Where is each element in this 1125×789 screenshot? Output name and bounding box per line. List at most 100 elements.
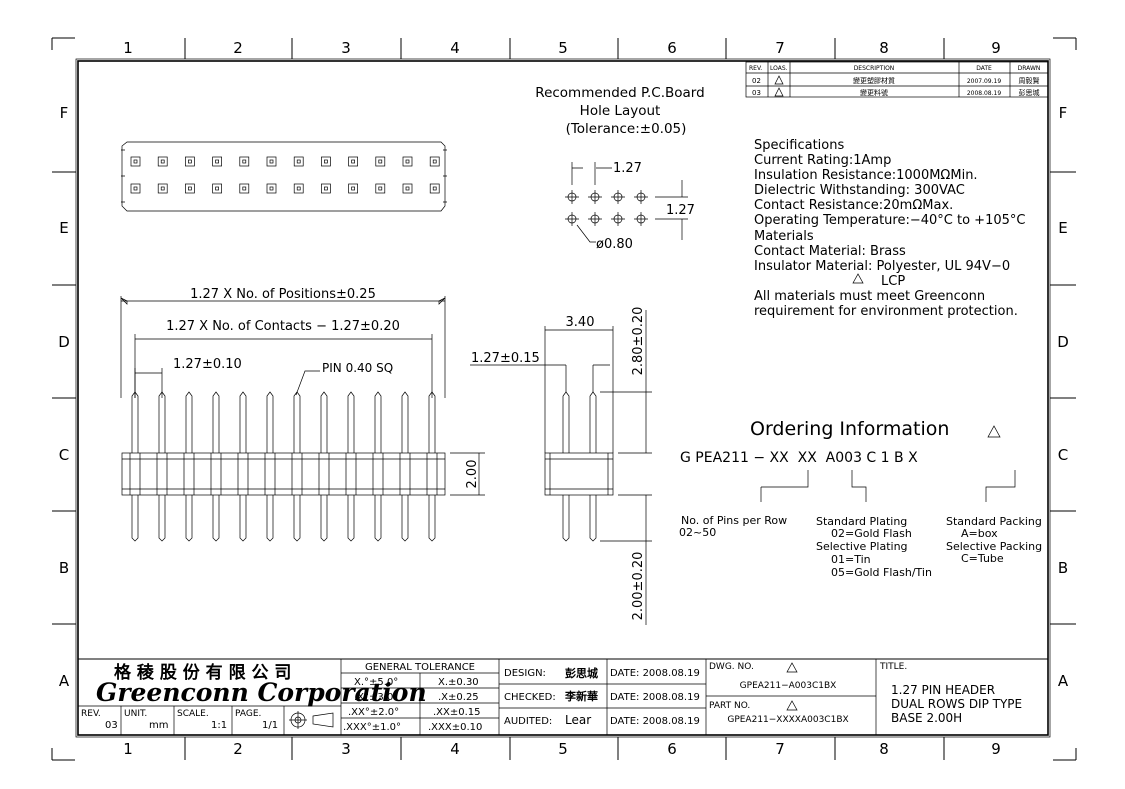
pin-core <box>432 186 437 191</box>
hole-pitch-x: 1.27 <box>613 161 642 176</box>
row-label: C <box>1058 446 1068 464</box>
audited-label: AUDITED: <box>504 716 552 727</box>
pin-core <box>405 186 410 191</box>
column-labels-bottom: 1 2 3 4 5 6 7 8 9 <box>123 740 1001 758</box>
hole-layout-tolerance: (Tolerance:±0.05) <box>566 121 687 137</box>
pin-square <box>375 156 386 167</box>
col-label: 3 <box>341 39 351 57</box>
pin-square <box>375 183 386 194</box>
col-label: 1 <box>123 740 133 758</box>
col-label: 9 <box>991 39 1001 57</box>
drawn-header: DRAWN <box>1018 65 1041 72</box>
pin-core <box>215 159 219 164</box>
col-label: 9 <box>991 740 1001 758</box>
design-date: DATE: 2008.08.19 <box>610 668 700 679</box>
row-label: C <box>59 446 69 464</box>
spec-triangle-icon <box>852 273 864 284</box>
col-label: 5 <box>558 39 568 57</box>
inner-border <box>77 60 1049 736</box>
dwg-label: DWG. NO. <box>709 662 754 672</box>
pin-square <box>130 183 141 194</box>
company-name-cn: 格 稜 股 份 有 限 公 司 <box>114 662 291 683</box>
rev-drawn: 彭思城 <box>1019 88 1040 97</box>
pin <box>264 391 276 542</box>
rev-description: 變更料號 <box>860 88 888 97</box>
tolerance-header: GENERAL TOLERANCE <box>365 662 475 673</box>
pin-square <box>266 183 277 194</box>
sel-plating-opt2: 05=Gold Flash/Tin <box>831 566 932 579</box>
sel-packing: Selective Packing <box>946 540 1042 553</box>
col-label: 8 <box>879 740 889 758</box>
tolerance-linear: .X±0.25 <box>438 692 479 703</box>
spec-line: Specifications <box>754 138 844 153</box>
row-label: F <box>1059 104 1068 122</box>
revision-table: REV. LOAS. DESCRIPTION DATE DRAWN 02 變更塑… <box>745 61 1049 98</box>
ordering-title: Ordering Information <box>750 418 949 440</box>
col-label: 8 <box>879 39 889 57</box>
spec-line: LCP <box>881 274 905 289</box>
dwg-value: GPEA211−A003C1BX <box>740 681 837 691</box>
page-value: 1/1 <box>262 720 278 731</box>
dim-pitch: 1.27±0.10 <box>173 357 242 372</box>
tolerance-linear: .XXX±0.10 <box>428 722 482 733</box>
hole-layout: Recommended P.C.Board Hole Layout (Toler… <box>535 85 704 252</box>
hole-diameter: ø0.80 <box>596 237 633 252</box>
hole-pattern <box>565 162 688 243</box>
pin-square <box>212 156 222 167</box>
pin <box>399 391 411 542</box>
title-line3: BASE 2.00H <box>891 711 962 725</box>
rev-description: 變更塑膠材質 <box>853 76 895 85</box>
row-label: D <box>1057 333 1069 351</box>
pin-core <box>242 159 247 164</box>
pin <box>318 391 330 542</box>
spec-line: Current Rating:1Amp <box>754 153 891 168</box>
row-label: F <box>60 104 69 122</box>
col-label: 5 <box>558 740 568 758</box>
side-view: 3.40 1.27±0.15 2.80±0.20 2.00±0.20 <box>470 307 652 625</box>
pin-core <box>188 159 192 164</box>
page-label: PAGE. <box>235 709 261 719</box>
pin-square <box>402 183 413 194</box>
rev-date: 2007.09.19 <box>967 78 1002 85</box>
pin-core <box>405 159 410 164</box>
pin-core <box>296 159 301 164</box>
design-value: 彭思城 <box>565 666 598 680</box>
pin <box>183 391 195 542</box>
front-view: 1.27 X No. of Positions±0.25 1.27 X No. … <box>120 287 485 542</box>
pin-core <box>378 159 383 164</box>
col-label: 2 <box>233 39 243 57</box>
pin-square <box>266 156 277 167</box>
top-view <box>121 141 447 212</box>
pin-square <box>239 183 250 194</box>
pin-square <box>185 156 195 167</box>
pin-core <box>160 186 165 191</box>
spec-line: requirement for environment protection. <box>754 304 1018 319</box>
pin-square <box>348 156 358 167</box>
pin-core <box>242 186 247 191</box>
tolerance-angle: .XX°±2.0° <box>348 707 399 718</box>
pin <box>210 391 222 542</box>
pin-square <box>185 183 195 194</box>
pin-square <box>293 183 304 194</box>
pin-square <box>429 156 440 167</box>
col-label: 6 <box>667 740 677 758</box>
pin <box>372 391 384 542</box>
pin <box>129 391 141 542</box>
scale-value: 1:1 <box>211 720 227 731</box>
rev-header: REV. <box>749 65 762 72</box>
dim-side-pitch: 1.27±0.15 <box>471 351 540 366</box>
checked-label: CHECKED: <box>504 692 556 703</box>
ordering-info: Ordering Information G PEA211 − XX XX A0… <box>679 418 1042 579</box>
row-label: E <box>59 219 68 237</box>
pin <box>291 391 303 542</box>
spec-line: Contact Resistance:20mΩMax. <box>754 198 953 213</box>
audited-date: DATE: 2008.08.19 <box>610 716 700 727</box>
rev-drawn: 周毅賢 <box>1019 76 1040 85</box>
description-header: DESCRIPTION <box>854 65 895 72</box>
row-label: A <box>59 672 70 690</box>
pin-core <box>188 186 192 191</box>
dim-side-bottom: 2.00±0.20 <box>631 552 646 621</box>
checked-date: DATE: 2008.08.19 <box>610 692 700 703</box>
dim-positions: 1.27 X No. of Positions±0.25 <box>190 287 376 302</box>
tolerance-angle: X.°±5.0° <box>354 677 398 688</box>
